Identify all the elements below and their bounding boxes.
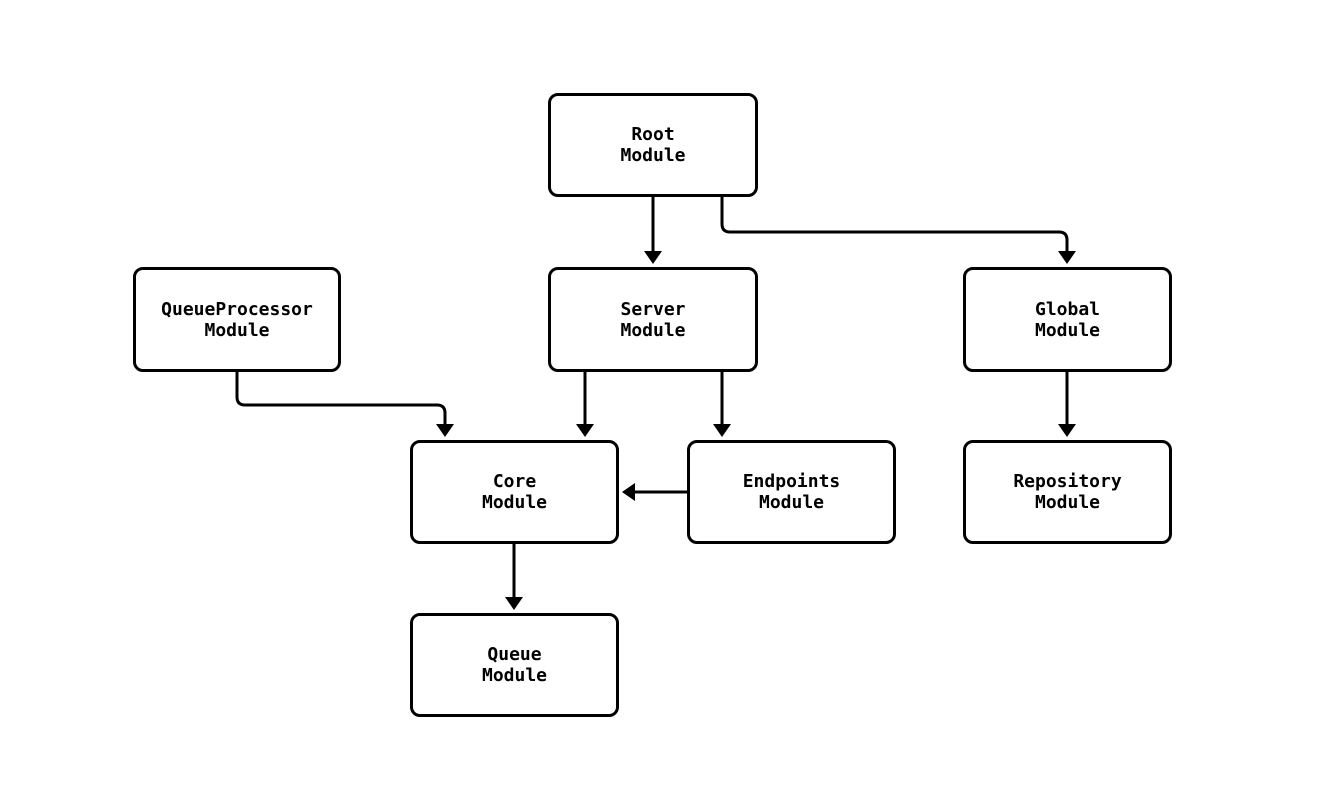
node-label: Queue [487, 644, 542, 665]
node-label: QueueProcessor [161, 298, 313, 320]
node-server-module: Server Module [548, 267, 758, 372]
node-label: Module [1034, 492, 1101, 513]
node-endpoints-module: Endpoints Module [687, 440, 896, 544]
node-label: Global [1034, 298, 1101, 320]
node-label: Module [481, 665, 548, 686]
node-label: Core [492, 471, 537, 492]
node-label: Module [1034, 319, 1101, 341]
edge-queueprocessor-to-core [235, 372, 454, 437]
node-label: Root [631, 124, 675, 145]
node-global-module: Global Module [963, 267, 1172, 372]
node-label: Module [481, 492, 548, 513]
node-core-module: Core Module [410, 440, 619, 544]
node-label: Endpoints [742, 471, 841, 492]
node-label: Repository [1013, 471, 1122, 492]
node-label: Module [620, 319, 686, 341]
node-queue-module: Queue Module [410, 613, 619, 717]
node-label: Module [758, 492, 825, 513]
edge-root-to-global [720, 197, 1076, 264]
node-label: Server [620, 298, 686, 320]
node-root-module: Root Module [548, 93, 758, 197]
node-label: Module [204, 319, 270, 341]
node-queueprocessor-module: QueueProcessor Module [133, 267, 341, 372]
node-label: Module [620, 145, 686, 166]
node-repository-module: Repository Module [963, 440, 1172, 544]
